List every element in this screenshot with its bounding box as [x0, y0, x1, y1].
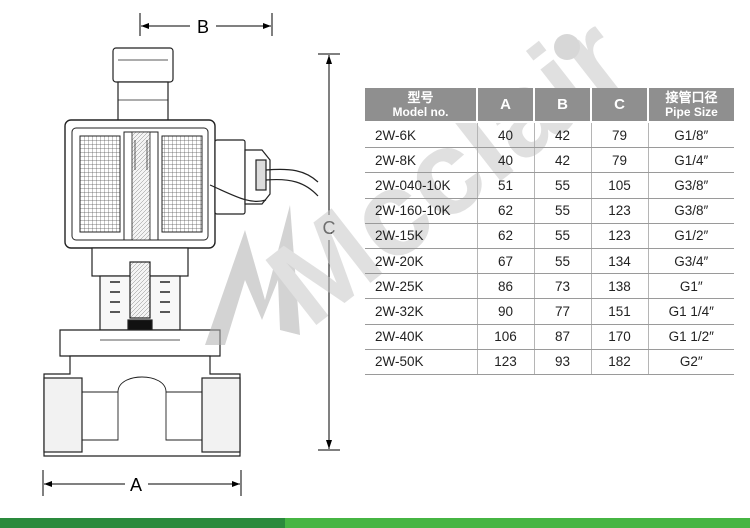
- table-row: 2W-8K 40 42 79 G1/4″: [365, 147, 734, 174]
- cell-model: 2W-32K: [365, 298, 478, 325]
- cell-model: 2W-15K: [365, 223, 478, 249]
- cell-a: 62: [477, 198, 535, 224]
- valve-connector: [209, 139, 319, 215]
- cell-a: 123: [477, 349, 535, 375]
- cell-a: 40: [477, 147, 535, 174]
- cell-model: 2W-40K: [365, 324, 478, 350]
- cell-pipe-size: G1 1/4″: [648, 298, 734, 325]
- cell-pipe-size: G1/4″: [648, 147, 734, 174]
- cell-c: 138: [591, 273, 649, 300]
- cell-model: 2W-6K: [365, 122, 478, 149]
- cell-a: 90: [477, 298, 535, 325]
- table-row: 2W-6K 40 42 79 G1/8″: [365, 122, 734, 149]
- cell-c: 151: [591, 298, 649, 325]
- table-row: 2W-50K 123 93 182 G2″: [365, 349, 734, 375]
- cell-b: 55: [534, 223, 592, 249]
- header-c: C: [591, 88, 649, 123]
- cell-pipe-size: G3/4″: [648, 248, 734, 275]
- cell-model: 2W-25K: [365, 273, 478, 300]
- cell-model: 2W-040-10K: [365, 172, 478, 199]
- cell-pipe-size: G1″: [648, 273, 734, 300]
- table-row: 2W-40K 106 87 170 G1 1/2″: [365, 324, 734, 350]
- cell-b: 77: [534, 298, 592, 325]
- cell-b: 55: [534, 198, 592, 224]
- cell-pipe-size: G2″: [648, 349, 734, 375]
- header-b: B: [534, 88, 592, 123]
- cell-c: 123: [591, 223, 649, 249]
- cell-c: 170: [591, 324, 649, 350]
- dimension-b: B: [139, 13, 273, 37]
- cell-pipe-size: G1/2″: [648, 223, 734, 249]
- cell-c: 123: [591, 198, 649, 224]
- header-pipe-size: 接管口径 Pipe Size: [648, 88, 734, 123]
- cell-model: 2W-160-10K: [365, 198, 478, 224]
- table-row: 2W-20K 67 55 134 G3/4″: [365, 248, 734, 275]
- table-row: 2W-15K 62 55 123 G1/2″: [365, 223, 734, 249]
- valve-body: [43, 355, 241, 457]
- cell-c: 134: [591, 248, 649, 275]
- spec-table: 型号 Model no. A B C 接管口径 Pipe Size 2W-6K …: [365, 88, 734, 375]
- footer-bar-dark: [0, 518, 285, 528]
- cell-a: 106: [477, 324, 535, 350]
- footer-bar: [0, 518, 750, 528]
- cell-c: 105: [591, 172, 649, 199]
- cell-b: 73: [534, 273, 592, 300]
- cell-c: 182: [591, 349, 649, 375]
- cell-a: 40: [477, 122, 535, 149]
- cell-model: 2W-50K: [365, 349, 478, 375]
- dimension-a-label: A: [130, 475, 142, 495]
- cell-pipe-size: G1/8″: [648, 122, 734, 149]
- cell-b: 93: [534, 349, 592, 375]
- cell-a: 62: [477, 223, 535, 249]
- table-row: 2W-040-10K 51 55 105 G3/8″: [365, 172, 734, 199]
- cell-pipe-size: G3/8″: [648, 172, 734, 199]
- cell-pipe-size: G3/8″: [648, 198, 734, 224]
- cell-b: 55: [534, 248, 592, 275]
- footer-bar-light: [285, 518, 750, 528]
- cell-model: 2W-20K: [365, 248, 478, 275]
- table-row: 2W-25K 86 73 138 G1″: [365, 273, 734, 300]
- cell-a: 67: [477, 248, 535, 275]
- dimension-a: A: [42, 470, 242, 496]
- valve-drawing: B C A: [42, 13, 340, 496]
- dimension-c: C: [318, 53, 340, 451]
- table-row: 2W-160-10K 62 55 123 G3/8″: [365, 198, 734, 224]
- dimension-c-label: C: [323, 218, 336, 238]
- cell-b: 42: [534, 122, 592, 149]
- cell-b: 42: [534, 147, 592, 174]
- table-header-row: 型号 Model no. A B C 接管口径 Pipe Size: [365, 88, 734, 123]
- cell-a: 86: [477, 273, 535, 300]
- cell-c: 79: [591, 122, 649, 149]
- table-row: 2W-32K 90 77 151 G1 1/4″: [365, 298, 734, 325]
- cell-pipe-size: G1 1/2″: [648, 324, 734, 350]
- cell-a: 51: [477, 172, 535, 199]
- cell-b: 55: [534, 172, 592, 199]
- cell-c: 79: [591, 147, 649, 174]
- cell-model: 2W-8K: [365, 147, 478, 174]
- header-model: 型号 Model no.: [365, 88, 478, 123]
- cell-b: 87: [534, 324, 592, 350]
- valve-bonnet: [59, 247, 221, 357]
- valve-top-nut: [112, 47, 174, 123]
- dimension-b-label: B: [197, 17, 209, 37]
- valve-coil: [64, 119, 216, 249]
- header-a: A: [477, 88, 535, 123]
